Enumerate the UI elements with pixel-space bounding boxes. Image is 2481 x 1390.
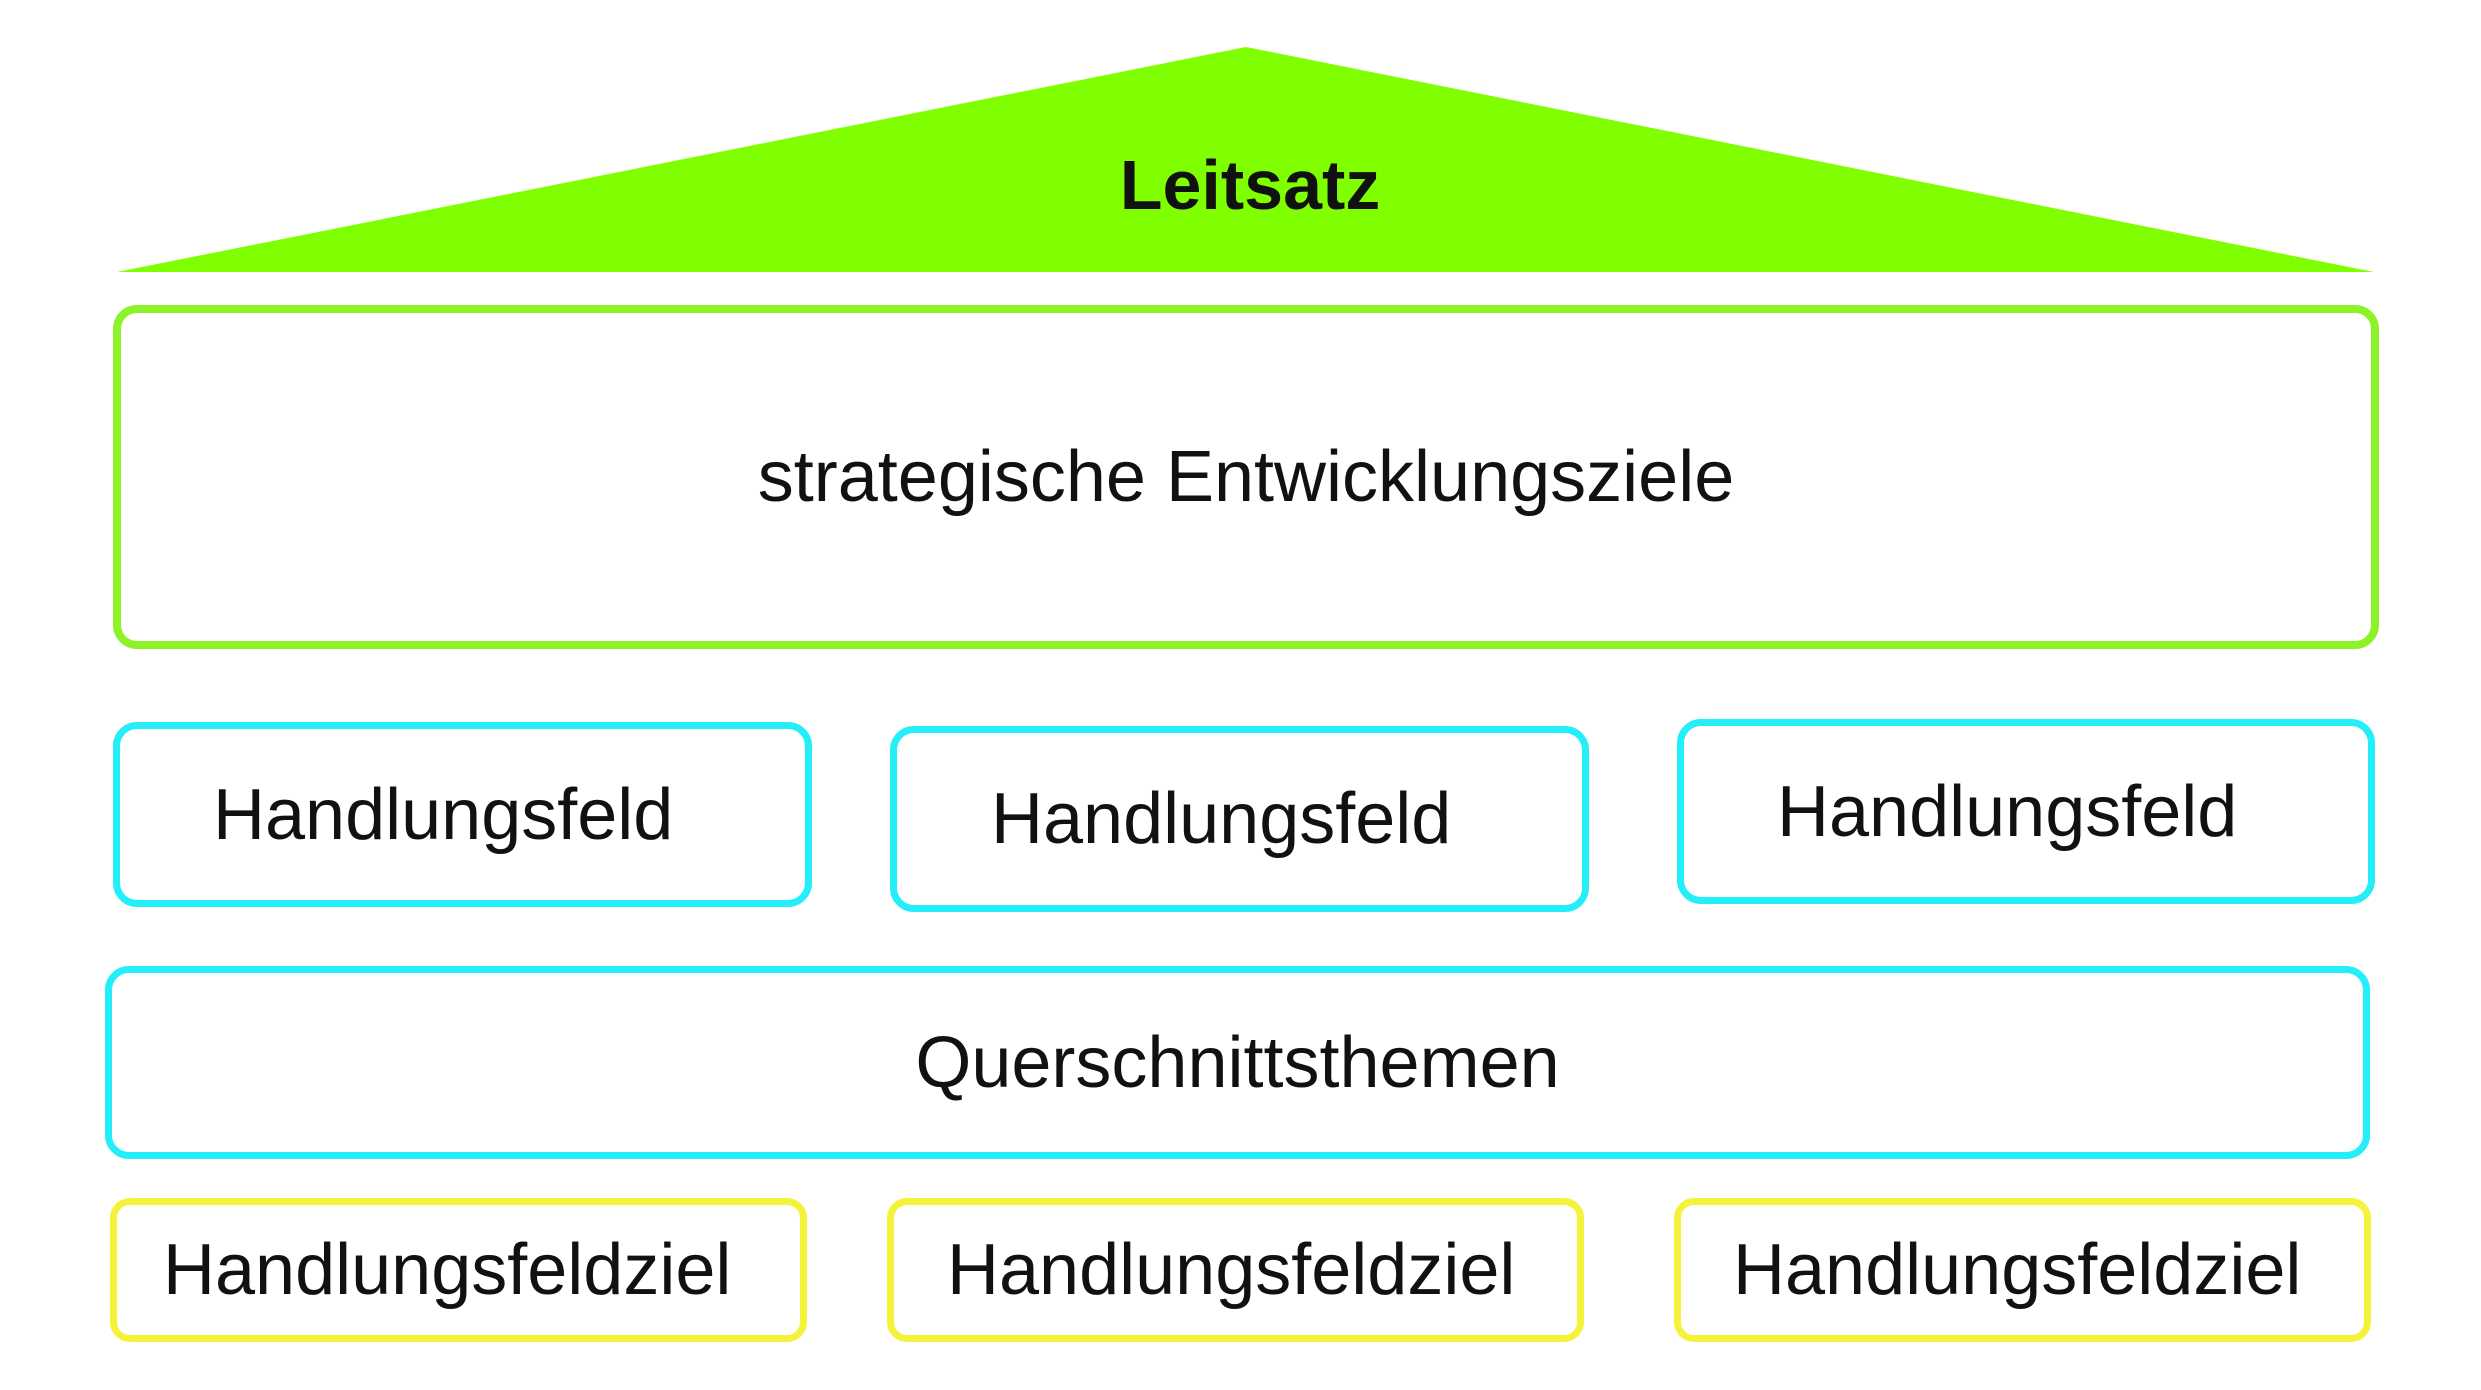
action-field-box-1: Handlungsfeld [113, 722, 812, 907]
field-goal-box-3: Handlungsfeldziel [1674, 1198, 2371, 1342]
strategic-goals-box: strategische Entwicklungsziele [113, 305, 2379, 649]
field-goal-label: Handlungsfeldziel [947, 1230, 1516, 1310]
action-field-label: Handlungsfeld [213, 774, 674, 855]
roof-triangle [117, 47, 2374, 272]
action-field-label: Handlungsfeld [1777, 771, 2238, 852]
strategic-goals-label: strategische Entwicklungsziele [757, 437, 1735, 517]
action-field-box-3: Handlungsfeld [1677, 719, 2375, 904]
action-field-box-2: Handlungsfeld [890, 726, 1589, 912]
cross-cutting-label: Querschnittsthemen [915, 1022, 1560, 1103]
roof-shape [117, 47, 2374, 272]
action-field-label: Handlungsfeld [991, 779, 1452, 859]
field-goal-label: Handlungsfeldziel [1733, 1230, 2302, 1310]
roof-label: Leitsatz [1119, 146, 1381, 224]
cross-cutting-box: Querschnittsthemen [105, 966, 2370, 1159]
field-goal-box-1: Handlungsfeldziel [110, 1198, 807, 1342]
field-goal-box-2: Handlungsfeldziel [887, 1198, 1584, 1342]
field-goal-label: Handlungsfeldziel [163, 1230, 732, 1310]
